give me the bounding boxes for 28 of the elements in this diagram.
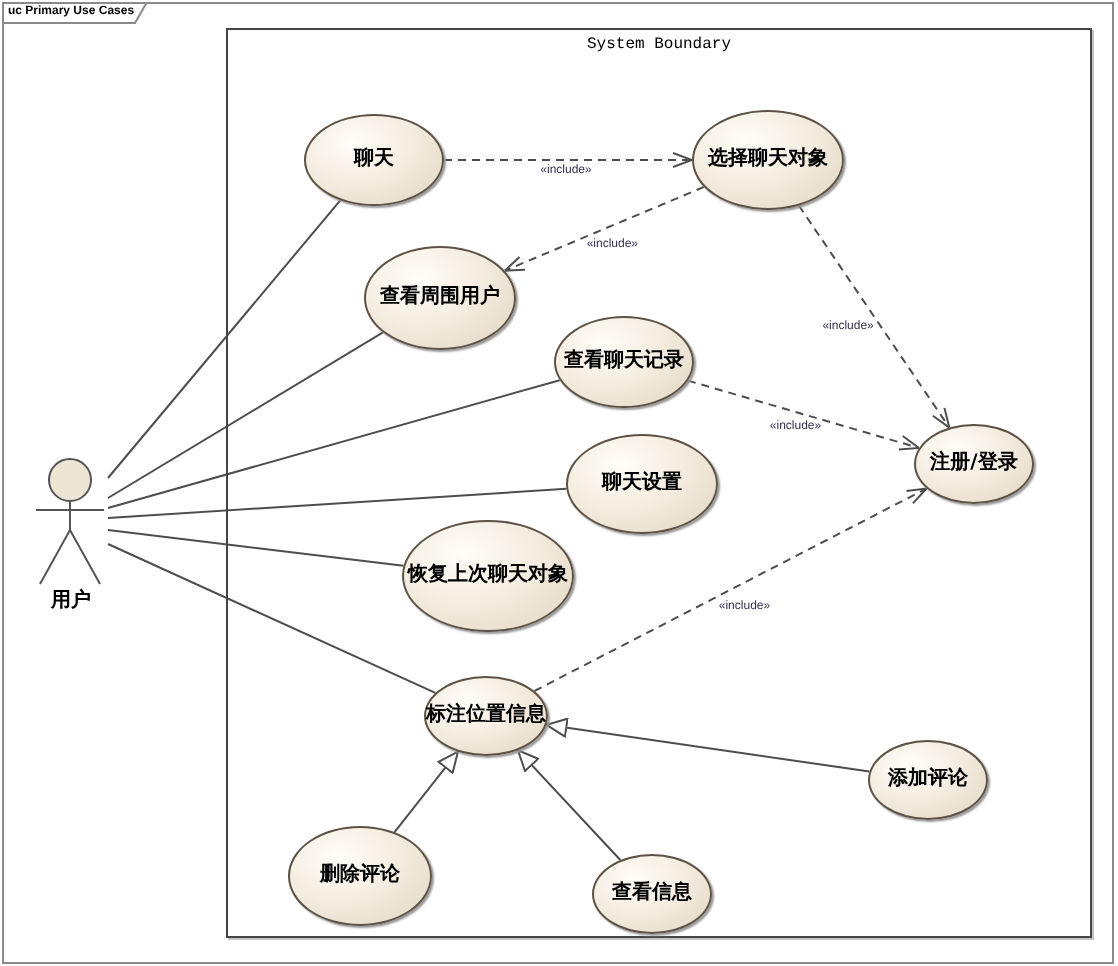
association-line xyxy=(107,199,342,479)
use-case-ellipse: 选择聊天对象 xyxy=(692,110,844,210)
use-case-ellipse: 标注位置信息 xyxy=(424,676,548,756)
association-line xyxy=(107,543,437,694)
use-case-ellipse: 聊天 xyxy=(304,114,444,206)
triangle-arrow xyxy=(516,749,622,862)
system-boundary-box xyxy=(226,28,1092,938)
association-line xyxy=(107,487,568,519)
dashed-arrow xyxy=(797,204,951,429)
association-line xyxy=(107,529,405,567)
use-case-ellipse: 查看信息 xyxy=(592,854,712,934)
association-line xyxy=(107,331,384,499)
boundary-label: System Boundary xyxy=(587,36,731,54)
dashed-arrow xyxy=(503,185,705,272)
triangle-arrow xyxy=(545,717,871,773)
dashed-arrow xyxy=(443,152,693,168)
use-case-ellipse: 查看聊天记录 xyxy=(554,316,694,408)
use-case-ellipse: 删除评论 xyxy=(288,826,432,926)
use-case-ellipse: 聊天设置 xyxy=(566,434,718,534)
use-case-ellipse: 添加评论 xyxy=(868,740,988,820)
dashed-arrow xyxy=(533,487,928,692)
actor-label: 用户 xyxy=(51,590,91,614)
dashed-arrow xyxy=(687,379,920,451)
use-case-ellipse: 注册/登录 xyxy=(914,424,1034,504)
use-case-ellipse: 查看周围用户 xyxy=(364,246,516,350)
triangle-arrow xyxy=(393,750,459,834)
use-case-ellipse: 恢复上次聊天对象 xyxy=(402,520,574,632)
association-line xyxy=(107,379,561,509)
